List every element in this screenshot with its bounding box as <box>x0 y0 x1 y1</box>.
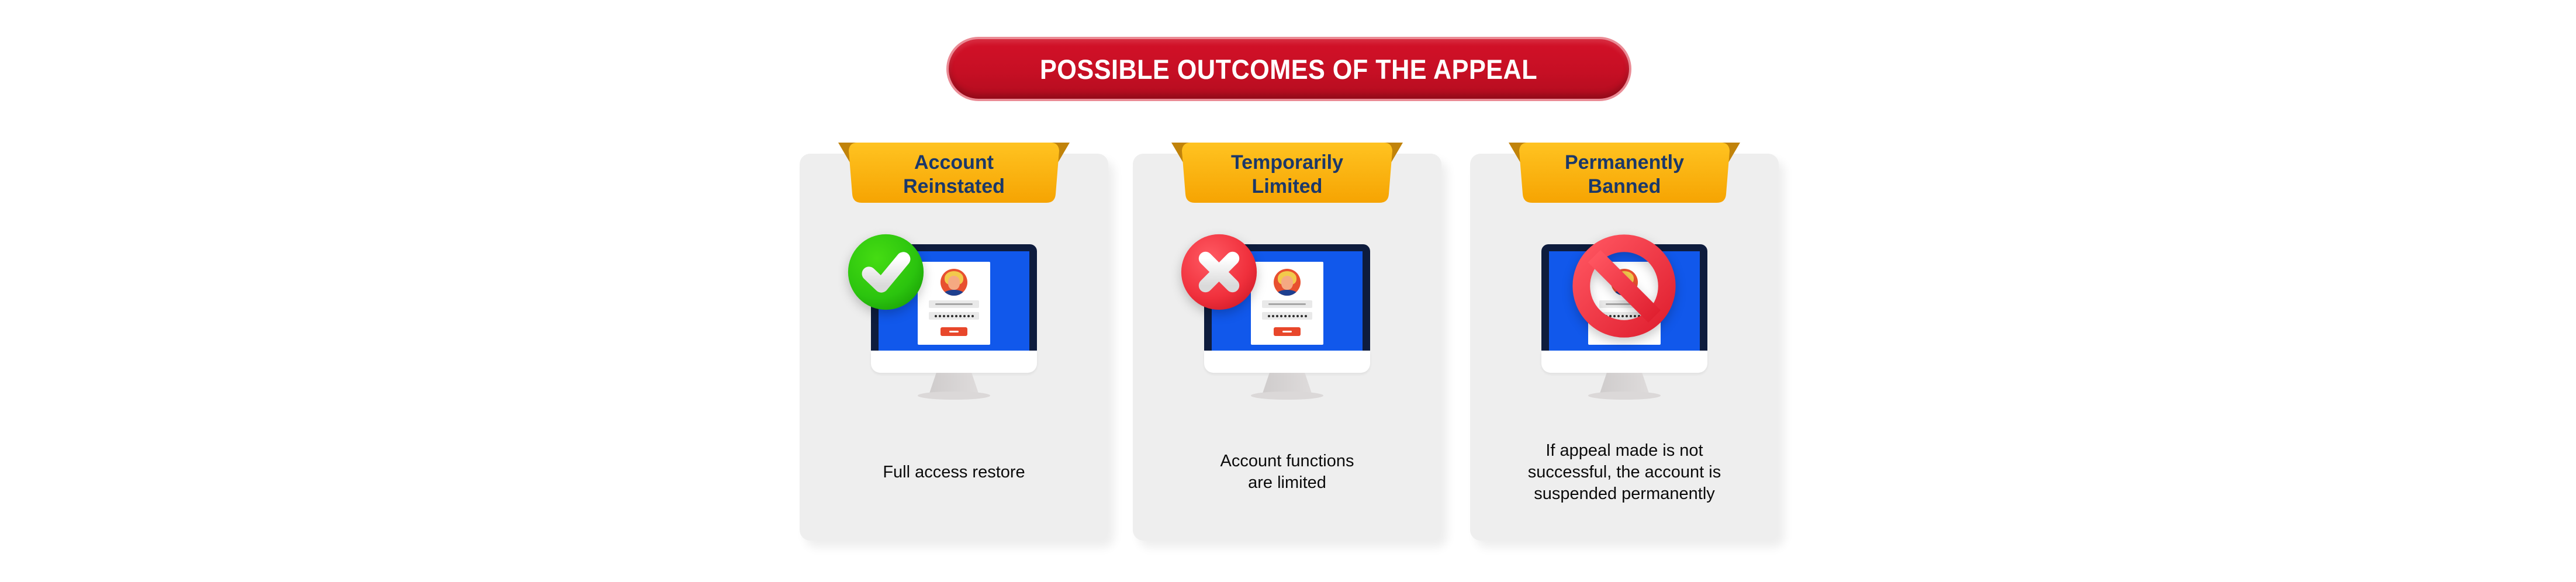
monitor-base <box>1588 392 1661 400</box>
card-title: Permanently Banned <box>1470 147 1779 203</box>
card-description: Full access restore <box>814 433 1094 511</box>
username-field <box>929 300 979 308</box>
monitor-illustration <box>1541 244 1707 400</box>
ribbon-banner <box>1171 143 1403 203</box>
monitor-stand <box>1263 373 1312 393</box>
ribbon-banner <box>838 143 1070 203</box>
card-title-line: Banned <box>1588 175 1661 198</box>
outcome-card-banned: Permanently Banned If appeal made is not… <box>1470 143 1779 541</box>
login-panel <box>918 262 990 345</box>
monitor-chin <box>1541 351 1707 373</box>
monitor-base <box>1251 392 1323 400</box>
monitor-chin <box>871 351 1037 373</box>
card-title-line: Permanently <box>1564 151 1685 174</box>
login-panel <box>1251 262 1323 345</box>
desc-line: Full access restore <box>883 462 1025 481</box>
monitor-chin <box>1204 351 1370 373</box>
card-title-line: Reinstated <box>903 175 1005 198</box>
avatar <box>1274 269 1301 296</box>
card-description: Account functions are limited <box>1147 433 1427 511</box>
check-circle-icon <box>848 234 924 310</box>
outcome-card-limited: Temporarily Limited Account functions ar… <box>1133 143 1441 541</box>
card-title-line: Account <box>914 151 994 174</box>
card-title-line: Limited <box>1251 175 1323 198</box>
desc-line: suspended permanently <box>1534 484 1715 503</box>
desc-line: Account functions <box>1220 452 1354 470</box>
no-entry-icon <box>1572 234 1676 338</box>
password-dots <box>1262 312 1312 320</box>
username-field <box>1262 300 1312 308</box>
card-title: Account Reinstated <box>800 147 1108 203</box>
monitor-base <box>918 392 990 400</box>
cross-circle-icon <box>1181 234 1257 310</box>
title-banner-label: POSSIBLE OUTCOMES OF THE APPEAL <box>1040 53 1538 85</box>
card-title: Temporarily Limited <box>1133 147 1441 203</box>
monitor-stand <box>1600 373 1649 393</box>
login-button <box>941 327 967 336</box>
desc-line: If appeal made is not <box>1545 441 1703 460</box>
desc-line: are limited <box>1248 473 1326 492</box>
outcome-card-reinstated: Account Reinstated Full access restore <box>800 143 1108 541</box>
monitor-screen <box>879 251 1029 351</box>
monitor-stand <box>929 373 978 393</box>
login-button <box>1274 327 1301 336</box>
card-title-line: Temporarily <box>1230 151 1344 174</box>
desc-line: successful, the account is <box>1527 462 1721 481</box>
password-dots <box>929 312 979 320</box>
title-banner: POSSIBLE OUTCOMES OF THE APPEAL <box>946 37 1631 101</box>
ribbon-banner <box>1509 143 1740 203</box>
avatar <box>941 269 967 296</box>
card-description: If appeal made is not successful, the ac… <box>1484 433 1765 511</box>
